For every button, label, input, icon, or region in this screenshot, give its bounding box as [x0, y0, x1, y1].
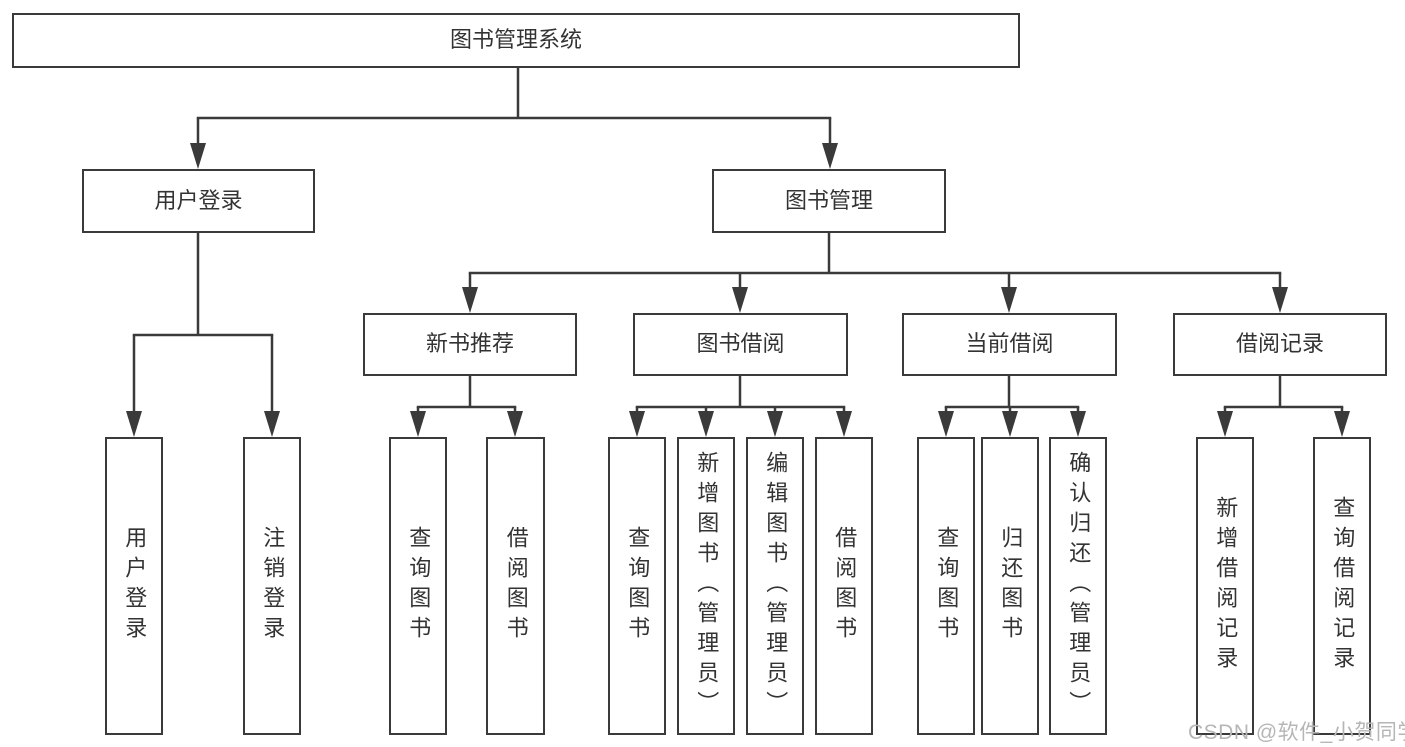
node-label: 图书管理系统: [449, 27, 582, 53]
connector-borrowing-records: [1217, 376, 1350, 437]
arrowhead-icon: [822, 143, 838, 169]
node-borrowing-records: 借阅记录: [1173, 313, 1387, 376]
node-leaf-logout: 注销登录: [243, 437, 301, 735]
node-label: 当前借阅: [965, 331, 1054, 357]
connector-user-login: [126, 233, 280, 437]
node-label: 归还图书: [998, 526, 1024, 646]
node-label: 查询图书: [934, 526, 960, 646]
node-label: 新增图书（管理员）: [694, 451, 720, 721]
node-leaf-borrow-books-recommend: 借阅图书: [486, 437, 545, 735]
arrowhead-icon: [1334, 411, 1350, 437]
node-label: 图书管理: [784, 187, 873, 213]
node-leaf-add-borrow-record: 新增借阅记录: [1196, 437, 1254, 735]
node-library-management-system: 图书管理系统: [12, 13, 1020, 68]
arrowhead-icon: [1001, 287, 1017, 313]
arrowhead-icon: [938, 411, 954, 437]
node-label: 用户登录: [154, 187, 243, 213]
node-leaf-confirm-return-admin: 确认归还（管理员）: [1049, 437, 1107, 735]
node-label: 新增借阅记录: [1213, 496, 1239, 676]
connector-new-book-recommend: [410, 376, 523, 437]
connector-book-borrowing: [629, 376, 852, 437]
arrowhead-icon: [836, 411, 852, 437]
node-leaf-add-books-admin: 新增图书（管理员）: [677, 437, 735, 735]
connector-current-borrowing: [938, 376, 1086, 437]
node-leaf-query-books-current: 查询图书: [917, 437, 975, 735]
arrowhead-icon: [732, 287, 748, 313]
arrowhead-icon: [1272, 287, 1288, 313]
node-label: 查询借阅记录: [1330, 496, 1356, 676]
arrowhead-icon: [1217, 411, 1233, 437]
arrowhead-icon: [1070, 411, 1086, 437]
arrowhead-icon: [507, 411, 523, 437]
node-label: 用户登录: [122, 526, 148, 646]
node-leaf-borrow-books-borrow: 借阅图书: [815, 437, 873, 735]
arrowhead-icon: [698, 411, 714, 437]
node-book-borrowing: 图书借阅: [633, 313, 848, 376]
connector-library-management-system: [190, 68, 838, 169]
arrowhead-icon: [629, 411, 645, 437]
node-current-borrowing: 当前借阅: [902, 313, 1117, 376]
csdn-watermark: CSDN @软件_小贺同学: [1188, 721, 1405, 744]
arrowhead-icon: [462, 287, 478, 313]
node-label: 借阅图书: [503, 526, 529, 646]
node-label: 新书推荐: [425, 331, 514, 357]
arrowhead-icon: [264, 411, 280, 437]
node-new-book-recommend: 新书推荐: [363, 313, 577, 376]
arrowhead-icon: [190, 143, 206, 169]
node-leaf-query-borrow-record: 查询借阅记录: [1313, 437, 1371, 735]
node-label: 确认归还（管理员）: [1066, 451, 1092, 721]
node-label: 编辑图书（管理员）: [763, 451, 789, 721]
arrowhead-icon: [126, 411, 142, 437]
node-leaf-return-books: 归还图书: [981, 437, 1039, 735]
connector-book-management: [462, 233, 1288, 313]
node-leaf-query-books-borrow: 查询图书: [608, 437, 666, 735]
arrowhead-icon: [1002, 411, 1018, 437]
node-leaf-query-books-recommend: 查询图书: [389, 437, 447, 735]
arrowhead-icon: [767, 411, 783, 437]
node-label: 图书借阅: [696, 331, 785, 357]
node-leaf-user-login: 用户登录: [105, 437, 163, 735]
node-leaf-edit-books-admin: 编辑图书（管理员）: [746, 437, 804, 735]
node-book-management: 图书管理: [712, 169, 946, 233]
node-label: 注销登录: [260, 526, 286, 646]
node-label: 查询图书: [406, 526, 432, 646]
node-user-login: 用户登录: [82, 169, 315, 233]
node-label: 借阅记录: [1235, 331, 1324, 357]
arrowhead-icon: [410, 411, 426, 437]
node-label: 借阅图书: [832, 526, 858, 646]
node-label: 查询图书: [625, 526, 651, 646]
